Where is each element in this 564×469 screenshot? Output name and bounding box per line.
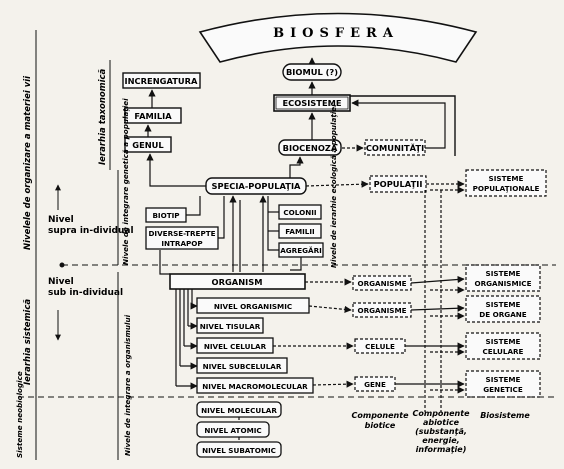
captions: Componente biotice Componente abiotice (…	[352, 409, 531, 454]
sub-level-molecular: NIVEL MOLECULAR	[201, 406, 277, 415]
biosfera-arch: BIOSFERA	[198, 12, 478, 63]
biomul-box: BIOMUL (?)	[282, 63, 342, 81]
sub-level-tisular: NIVEL TISULAR	[200, 322, 261, 331]
sisteme-genetice-2: GENETICE	[483, 385, 523, 394]
organisme-label: ORGANISME	[357, 279, 406, 288]
diverse-trepte-label-2: INTRAPOP	[161, 239, 202, 248]
genul-label: GENUL	[132, 140, 164, 150]
sub-level-macromolecular: NIVEL MACROMOLECULAR	[202, 382, 308, 391]
caption-componente-biotice-2: biotice	[365, 421, 396, 430]
sisteme-genetice-1: SISTEME	[486, 375, 521, 384]
label-subindividual-2: sub in-dividual	[48, 288, 123, 298]
comunitati-label: COMUNITĂŢI	[366, 142, 424, 153]
comunitati-box: COMUNITĂŢI	[364, 139, 426, 156]
sisteme-populationale-1: SISTEME	[489, 174, 524, 183]
familii-box: FAMILII	[278, 223, 322, 239]
ecosisteme-label: ECOSISTEME	[282, 98, 341, 108]
diverse-trepte-box: DIVERSE-TREPTE INTRAPOP	[145, 226, 219, 250]
colonii-box: COLONII	[278, 204, 322, 220]
organism-box: ORGANISM	[169, 273, 306, 290]
ecosisteme-box: ECOSISTEME	[273, 94, 351, 112]
colonii-label: COLONII	[283, 208, 317, 217]
populatii-box: POPULAŢII	[369, 175, 427, 193]
biocenoza-label: BIOCENOZA	[283, 143, 338, 153]
biotip-box: BIOTIP	[145, 207, 187, 223]
sisteme-organismice-1: SISTEME	[486, 269, 521, 278]
populatii-label: POPULAŢII	[374, 179, 423, 189]
increngatura-label: INCRENGATURA	[125, 76, 198, 86]
label-supraindividual-1: Nivel	[48, 215, 74, 225]
agregari-box: AGREGĂRI	[278, 242, 324, 258]
label-integrare-genetica: Nivele de integrare genetică a populaţie…	[121, 98, 130, 265]
side-labels: Nivelele de organizare a materiei vii Ie…	[15, 68, 338, 458]
sisteme-populationale-2: POPULAŢIONALE	[473, 184, 540, 193]
label-nivelele-organizare: Nivelele de organizare a materiei vii	[23, 75, 33, 250]
sub-level-subcelular: NIVEL SUBCELULAR	[203, 362, 282, 371]
caption-componente-abiotice-5: informaţie)	[416, 445, 467, 454]
caption-componente-abiotice-3: (substanţă,	[415, 427, 467, 436]
label-ierarhia-sistemica: Ierarhia sistemică	[23, 299, 33, 385]
sisteme-celulare-2: CELULARE	[483, 347, 524, 356]
sub-level-atomic: NIVEL ATOMIC	[204, 426, 261, 435]
biotic-components: ORGANISME ORGANISME CELULE GENE	[352, 275, 412, 392]
label-subindividual-1: Nivel	[48, 277, 74, 287]
specia-populatia-box: SPECIA-POPULAŢIA	[205, 177, 307, 195]
caption-biosisteme: Biosisteme	[480, 411, 530, 420]
sub-level-subatomic: NIVEL SUBATOMIC	[202, 446, 276, 455]
biocenoza-box: BIOCENOZA	[278, 139, 342, 156]
familia-label: FAMILIA	[134, 111, 172, 121]
biosystems: SISTEME POPULAŢIONALE SISTEME ORGANISMIC…	[465, 169, 547, 398]
celule-label: CELULE	[365, 342, 395, 351]
caption-componente-abiotice-4: energie,	[422, 436, 459, 445]
label-integrare-organismului: Nivele de integrare a organismului	[123, 314, 132, 456]
sub-level-celular: NIVEL CELULAR	[204, 342, 267, 351]
diverse-trepte-label: DIVERSE-TREPTE	[148, 229, 215, 238]
sub-level-organismic: NIVEL ORGANISMIC	[214, 302, 292, 311]
biosfera-title: BIOSFERA	[273, 26, 399, 41]
gene-label: GENE	[364, 380, 386, 389]
agregari-label: AGREGĂRI	[280, 246, 322, 255]
left-frame	[35, 30, 119, 460]
caption-componente-biotice-1: Componente	[352, 411, 410, 420]
increngatura-box: INCRENGATURA	[122, 72, 201, 89]
label-sisteme-neobiologice: Sisteme neobiologice	[15, 371, 24, 458]
divider-lines	[18, 262, 556, 398]
familia-box: FAMILIA	[124, 107, 182, 124]
biotip-label: BIOTIP	[152, 211, 179, 220]
sub-levels: NIVEL ORGANISMIC NIVEL TISULAR NIVEL CEL…	[196, 297, 314, 458]
organism-label: ORGANISM	[212, 277, 263, 287]
biomul-label: BIOMUL (?)	[286, 67, 338, 77]
sisteme-organe-1: SISTEME	[486, 300, 521, 309]
connectors	[144, 57, 465, 440]
familii-label: FAMILII	[285, 227, 315, 236]
label-ierarhia-taxonomica: Ierarhia taxonomică	[98, 68, 108, 165]
organisme2-label: ORGANISME	[357, 306, 406, 315]
sisteme-celulare-1: SISTEME	[486, 337, 521, 346]
nivel-labels: Nivel supra in-dividual Nivel sub in-div…	[48, 215, 134, 298]
caption-componente-abiotice-1: Componente	[413, 409, 471, 418]
caption-componente-abiotice-2: abiotice	[423, 418, 460, 427]
specia-populatia-label: SPECIA-POPULAŢIA	[212, 181, 302, 191]
sisteme-organe-2: DE ORGANE	[479, 310, 527, 319]
genul-box: GENUL	[124, 136, 172, 153]
sisteme-organismice-2: ORGANISMICE	[475, 279, 532, 288]
label-supraindividual-2: supra in-dividual	[48, 226, 134, 236]
label-ecologica: Nivele de ierarhie ecologică a populaţie…	[329, 104, 338, 268]
